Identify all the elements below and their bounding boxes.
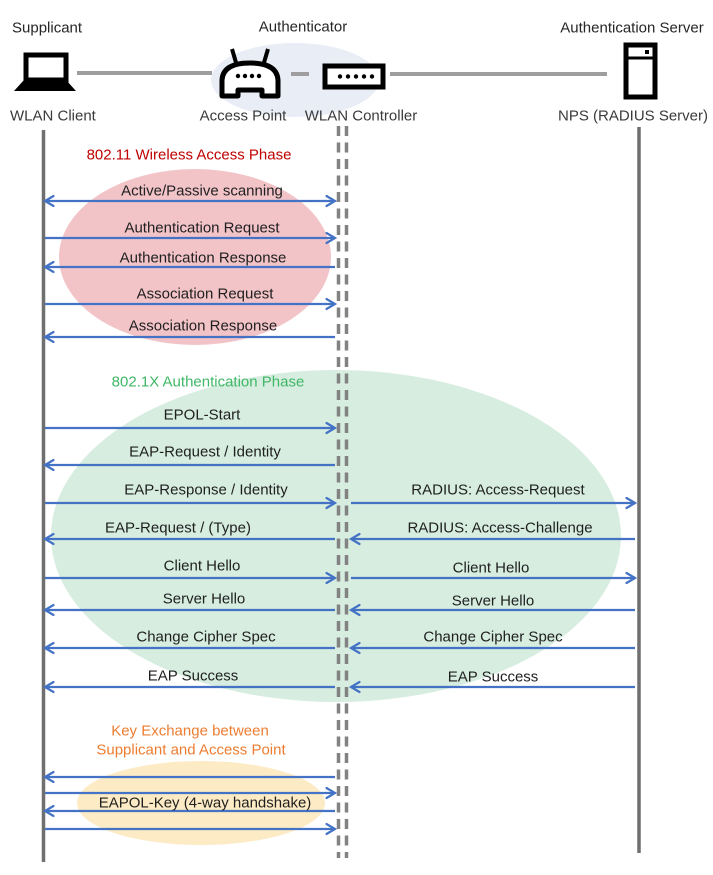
- msg-change-cipher-spec-right: Change Cipher Spec: [423, 628, 563, 646]
- msg-client-hello-right: Client Hello: [452, 559, 530, 577]
- msg-association-response: Association Response: [128, 317, 278, 335]
- device-wlan-controller: WLAN Controller: [304, 107, 418, 125]
- msg-server-hello-right: Server Hello: [451, 592, 535, 610]
- dot1x-phase-ellipse: [51, 370, 621, 702]
- msg-active-passive-scanning: Active/Passive scanning: [121, 182, 283, 200]
- message-arrows-left: [42, 194, 338, 836]
- msg-change-cipher-spec-left: Change Cipher Spec: [136, 628, 276, 646]
- device-radius-server: NPS (RADIUS Server): [557, 107, 709, 125]
- server-icon: [623, 42, 658, 100]
- msg-eap-request-type: EAP-Request / (Type): [105, 519, 251, 537]
- role-authenticator: Authenticator: [258, 18, 348, 36]
- msg-eapol-key: EAPOL-Key (4-way handshake): [98, 794, 312, 812]
- msg-eap-success-right: EAP Success: [447, 668, 539, 686]
- msg-epol-start: EPOL-Start: [163, 406, 241, 424]
- key-exchange-phase-ellipse: [77, 761, 325, 845]
- laptop-icon: [14, 52, 76, 91]
- msg-authentication-request: Authentication Request: [124, 219, 280, 237]
- lifelines: [41, 126, 641, 862]
- msg-client-hello-left: Client Hello: [163, 557, 241, 575]
- message-arrows-right: [348, 496, 638, 694]
- phase-ellipses: [51, 169, 621, 845]
- device-access-point: Access Point: [199, 107, 287, 125]
- phase-title-80211: 802.11 Wireless Access Phase: [86, 146, 292, 164]
- msg-server-hello-left: Server Hello: [162, 590, 246, 608]
- msg-authentication-response: Authentication Response: [119, 249, 287, 267]
- wlan-controller-icon: [322, 63, 386, 90]
- msg-radius-access-challenge: RADIUS: Access-Challenge: [407, 519, 593, 537]
- msg-radius-access-request: RADIUS: Access-Request: [411, 481, 585, 499]
- phase-title-8021x: 802.1X Authentication Phase: [111, 373, 305, 391]
- msg-eap-response-identity: EAP-Response / Identity: [124, 481, 288, 499]
- msg-eap-success-left: EAP Success: [147, 667, 239, 685]
- phase-title-key-exchange-line1: Key Exchange between: [111, 722, 269, 740]
- device-wlan-client: WLAN Client: [10, 107, 96, 125]
- role-supplicant: Supplicant: [12, 19, 83, 37]
- phase-title-key-exchange-line2: Supplicant and Access Point: [96, 741, 286, 759]
- msg-eap-request-identity: EAP-Request / Identity: [129, 443, 281, 461]
- role-authentication-server: Authentication Server: [560, 19, 704, 37]
- access-point-icon: [219, 48, 281, 99]
- wireless-access-phase-ellipse: [59, 169, 331, 345]
- msg-association-request: Association Request: [136, 285, 274, 303]
- topology-connectors: [77, 71, 607, 76]
